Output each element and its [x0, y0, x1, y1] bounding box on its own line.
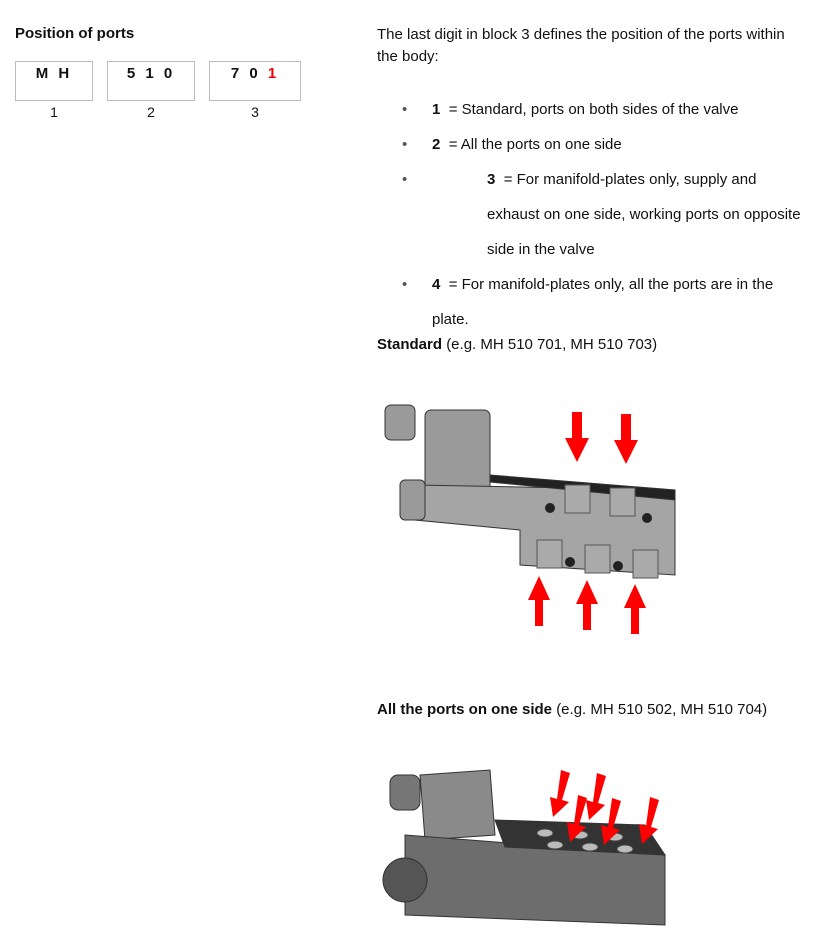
list-item: •4 = For manifold-plates only, all the p… — [402, 276, 774, 328]
one-side-heading: All the ports on one side (e.g. MH 510 5… — [377, 701, 768, 718]
block-index: 2 — [147, 104, 155, 120]
list-item: •3 = For manifold-plates only, supply an… — [402, 171, 801, 258]
code-block-2: 5 1 0 — [107, 61, 195, 101]
intro-text: The last digit in block 3 defines the po… — [377, 26, 785, 65]
list-item: •2 = All the ports on one side — [402, 136, 622, 153]
arrow-icon — [528, 412, 646, 634]
standard-valve-image — [384, 404, 676, 634]
block-index: 3 — [251, 104, 259, 120]
block-index: 1 — [50, 104, 58, 120]
options-list: •1 = Standard, ports on both sides of th… — [377, 92, 817, 337]
code-block-3: 7 0 1 — [209, 61, 301, 101]
code-block-1: M H — [15, 61, 93, 101]
arrow-icon — [550, 770, 659, 845]
section-title: Position of ports — [15, 25, 135, 42]
one-side-valve-image — [382, 769, 666, 926]
highlight-digit: 1 — [267, 65, 280, 82]
list-item: •1 = Standard, ports on both sides of th… — [402, 101, 739, 118]
standard-heading: Standard (e.g. MH 510 701, MH 510 703) — [377, 336, 658, 353]
